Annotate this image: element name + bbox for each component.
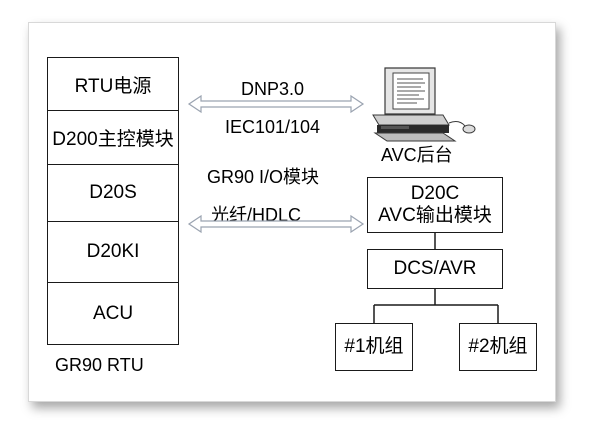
protocol-double-arrow [187,94,365,114]
io-module-label: GR90 I/O模块 [207,167,320,187]
rtu-power-label: RTU电源 [74,75,152,97]
d20c-avc-output-box: D20C AVC输出模块 [367,177,503,233]
unit-2-label: #2机组 [468,336,528,358]
computer-icon [372,67,476,142]
diagram-frame: RTU电源 D200主控模块 D20S D20KI ACU GR90 RTU D… [28,22,556,402]
acu-label: ACU [92,302,134,324]
d20s-module: D20S [47,165,179,222]
dcs-avr-box: DCS/AVR [367,249,503,289]
rtu-power-module: RTU电源 [47,57,179,111]
dnp-label: DNP3.0 [241,79,305,99]
d20ki-module: D20KI [47,222,179,283]
d20ki-label: D20KI [86,241,140,262]
rtu-caption: GR90 RTU [55,355,144,375]
unit-1-label: #1机组 [344,336,404,358]
iec-label: IEC101/104 [225,117,321,137]
dcs-avr-label: DCS/AVR [393,258,477,280]
unit-2-box: #2机组 [459,323,537,371]
d20s-label: D20S [89,182,137,203]
d20c-title: D20C [410,183,460,205]
avc-backend-label: AVC后台 [381,145,453,165]
tree-connectors [373,233,499,323]
acu-module: ACU [47,283,179,345]
d200-main-module: D200主控模块 [47,111,179,165]
diagram-graphics [187,67,499,323]
fiber-label: 光纤/HDLC [211,205,302,225]
d200-label: D200主控模块 [52,129,174,150]
avc-output-title: AVC输出模块 [378,205,492,226]
unit-1-box: #1机组 [335,323,413,371]
fiber-double-arrow [187,214,365,234]
